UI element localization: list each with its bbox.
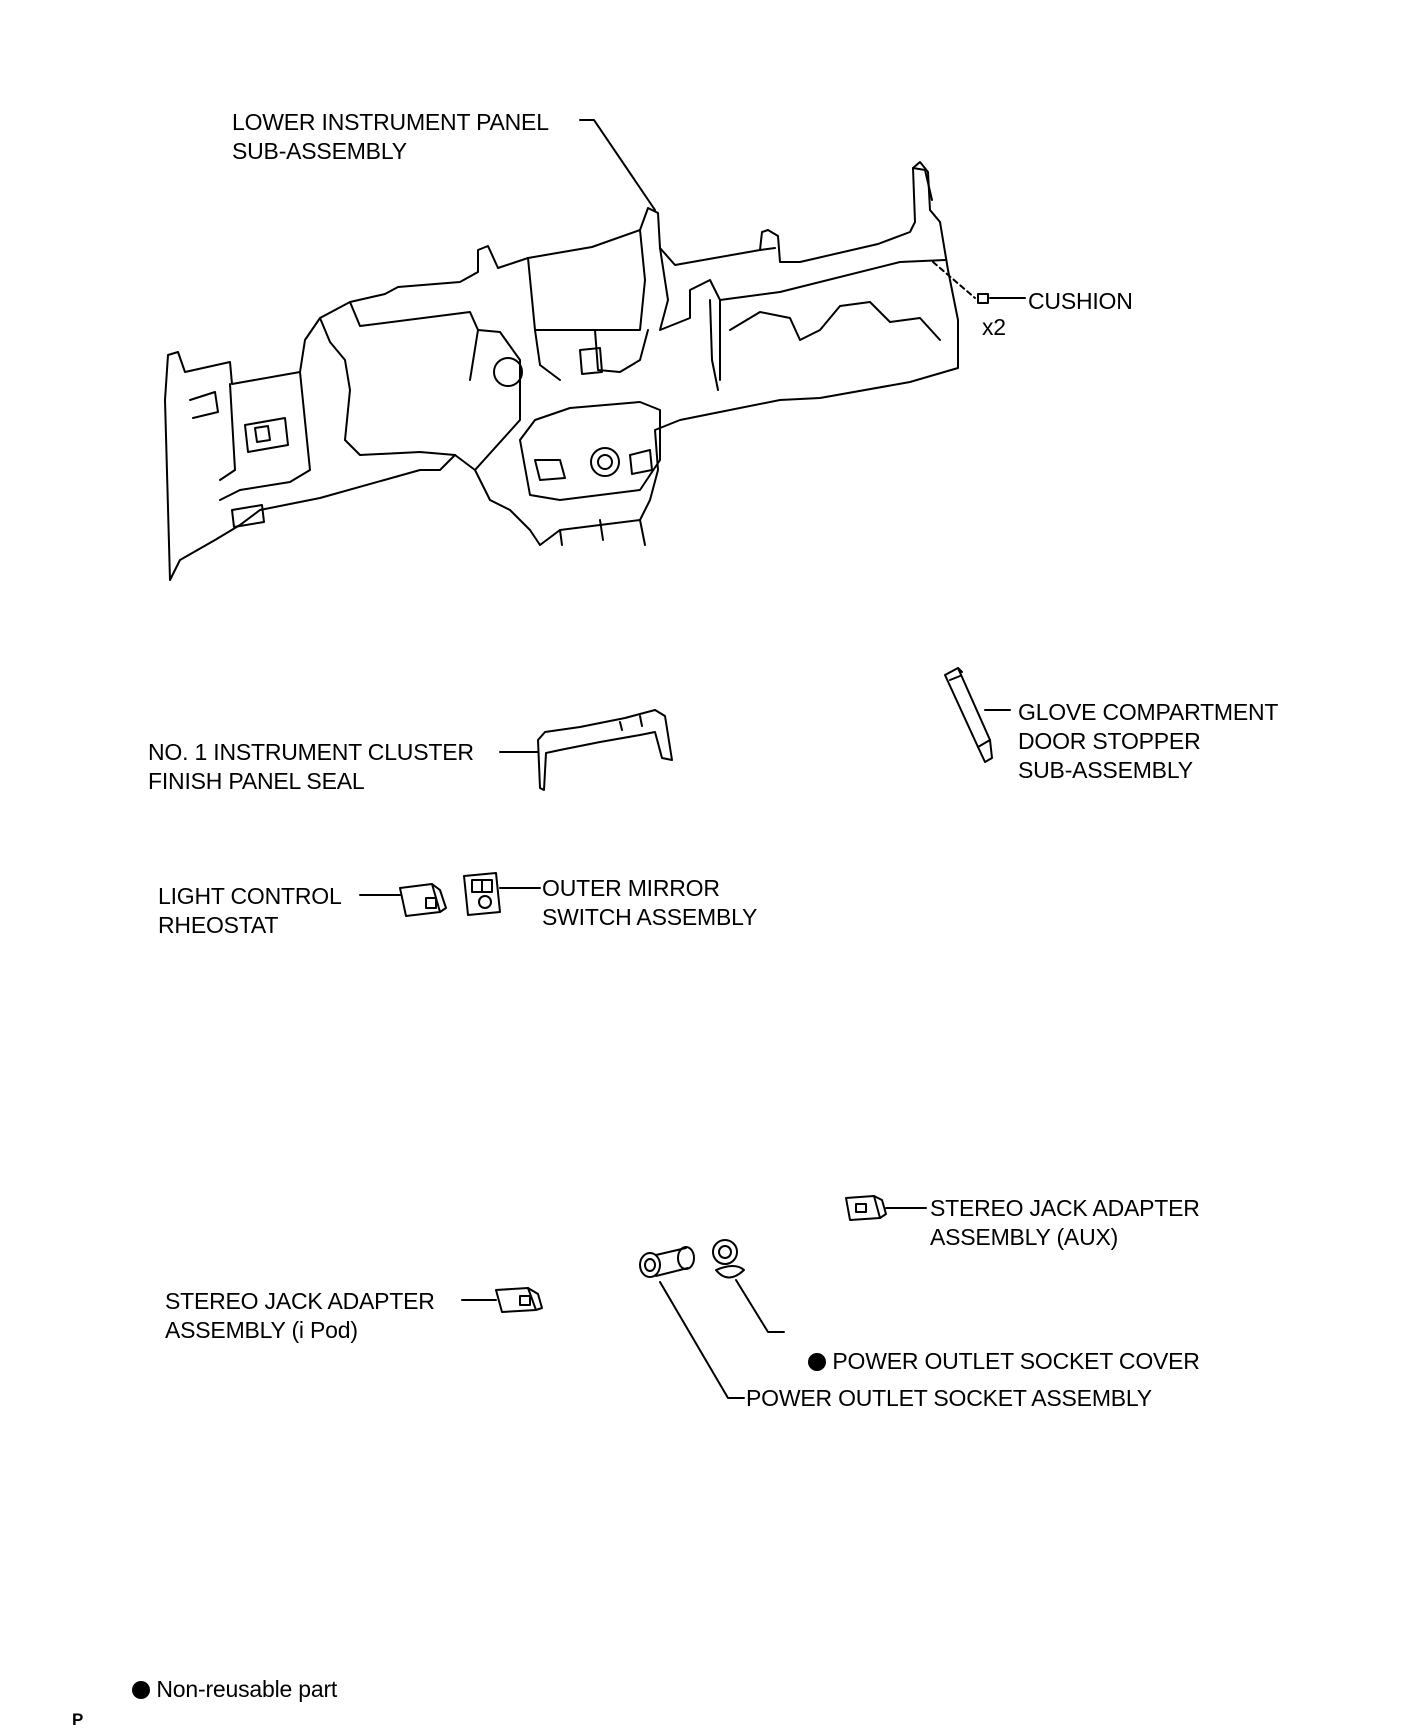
stereo-aux-drawing	[845, 1195, 927, 1221]
label-power-outlet-socket-assembly: POWER OUTLET SOCKET ASSEMBLY	[746, 1385, 1152, 1411]
stereo-ipod-drawing	[461, 1287, 543, 1313]
non-reusable-marker-icon	[808, 1353, 827, 1371]
non-reusable-legend-icon	[132, 1681, 151, 1699]
outer-mirror-drawing	[463, 872, 541, 916]
label-power-outlet-socket-cover: POWER OUTLET SOCKET COVER	[796, 1318, 1200, 1376]
label-lower-instrument-panel: LOWER INSTRUMENT PANEL SUB-ASSEMBLY	[232, 109, 549, 164]
label-outer-mirror-switch: OUTER MIRROR SWITCH ASSEMBLY	[542, 875, 758, 930]
label-cluster-finish-panel-seal: NO. 1 INSTRUMENT CLUSTER FINISH PANEL SE…	[148, 739, 474, 794]
glove-stopper-drawing	[944, 667, 1011, 763]
label-light-control-rheostat: LIGHT CONTROL RHEOSTAT	[158, 883, 342, 938]
legend-non-reusable: Non-reusable part	[120, 1646, 337, 1704]
socket-cover-drawing	[712, 1239, 785, 1333]
label-stereo-jack-aux: STEREO JACK ADAPTER ASSEMBLY (AUX)	[930, 1195, 1200, 1250]
light-control-drawing	[359, 883, 447, 917]
cushion-drawing	[932, 261, 1026, 304]
corner-mark: P	[72, 1710, 84, 1729]
label-cushion-quantity: x2	[982, 314, 1006, 340]
lower-instrument-panel-drawing	[164, 161, 959, 581]
label-glove-compartment-stopper: GLOVE COMPARTMENT DOOR STOPPER SUB-ASSEM…	[1018, 699, 1279, 783]
label-stereo-jack-ipod: STEREO JACK ADAPTER ASSEMBLY (i Pod)	[165, 1288, 435, 1343]
label-cushion: CUSHION	[1028, 288, 1133, 314]
power-socket-drawing	[639, 1246, 745, 1399]
cluster-seal-drawing	[499, 709, 673, 791]
